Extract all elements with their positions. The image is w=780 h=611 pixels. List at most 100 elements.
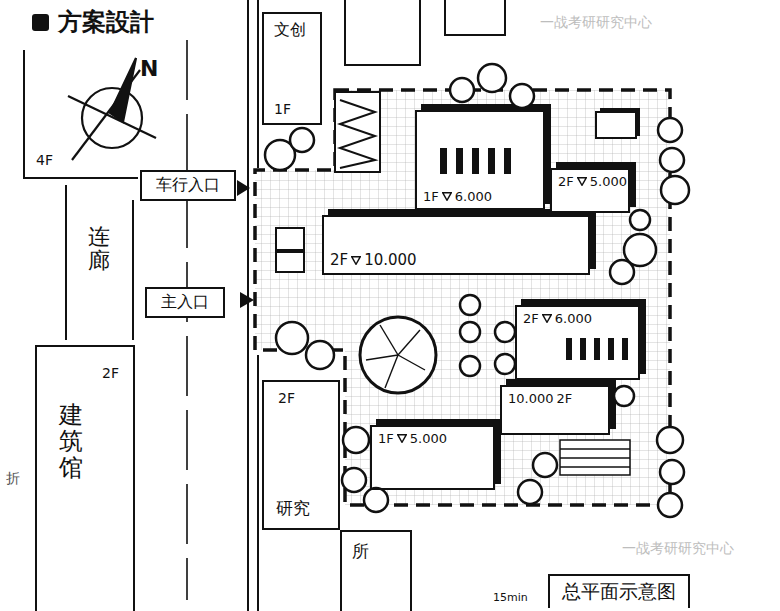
elevation-row: 1F6.000 — [423, 189, 492, 204]
title: 方案設計 — [58, 6, 154, 38]
elevation-row: 2F5.000 — [558, 174, 627, 189]
trees — [533, 453, 557, 477]
trees — [660, 148, 684, 172]
neighbour-building: 所 — [340, 530, 412, 611]
trees — [460, 295, 480, 315]
entrance-arrows — [240, 292, 254, 308]
floor-count: 2F — [330, 251, 348, 269]
floor-count: 2F — [102, 365, 119, 381]
building-windows — [622, 338, 628, 360]
trees — [460, 322, 480, 342]
seat-blocks — [276, 228, 304, 250]
floor-count: 1F — [274, 101, 291, 117]
trees — [364, 488, 388, 512]
time-note: 15min — [493, 591, 528, 604]
elevation-mark — [577, 178, 586, 186]
building-windows — [566, 338, 572, 360]
elevation-mark — [542, 315, 551, 323]
trees — [343, 427, 369, 453]
building-roofs — [550, 168, 630, 213]
elevation-value: 5.000 — [410, 431, 447, 446]
neighbour-building: 文创 1F — [262, 12, 322, 125]
building-roofs — [370, 425, 495, 490]
entrance-label: 主入口 — [161, 292, 209, 313]
building-block: 2F 6.000 — [515, 305, 640, 380]
trees — [478, 64, 506, 92]
elevation-value: 6.000 — [455, 189, 492, 204]
building-roofs — [415, 110, 545, 210]
surrounding-lines — [186, 40, 188, 600]
central-tree — [398, 330, 420, 355]
neighbour-building: 2F 建筑馆 — [35, 345, 135, 611]
surrounding-lines — [257, 0, 259, 168]
north-arrow-label: N — [140, 56, 158, 81]
floor-count: 2F — [523, 311, 539, 326]
surrounding-lines — [445, 0, 505, 35]
trees — [495, 354, 515, 374]
elevation-value: 10.000 — [508, 391, 554, 406]
surrounding-lines — [257, 355, 259, 611]
building-name: 所 — [352, 540, 369, 563]
caption: 总平面示意图 — [548, 574, 690, 608]
elevation-mark — [442, 193, 451, 201]
trees — [510, 84, 534, 108]
building-windows — [608, 338, 614, 360]
steps — [560, 440, 630, 475]
building-roofs — [596, 112, 636, 138]
building-roofs — [322, 110, 640, 490]
elevation-mark — [351, 256, 361, 265]
entrance-box: 主入口 — [145, 287, 225, 318]
elevation-mark — [397, 434, 407, 443]
building-name: 文创 — [274, 20, 306, 41]
steps — [560, 466, 630, 468]
steps — [560, 448, 630, 450]
central-tree — [366, 355, 398, 360]
trees — [276, 322, 308, 354]
floor-count: 2F — [557, 391, 573, 406]
trees — [290, 128, 314, 152]
steps — [560, 440, 630, 475]
floor-count: 2F — [558, 174, 574, 189]
trees — [630, 210, 650, 230]
elevation-mark — [577, 177, 587, 186]
elevation-value: 6.000 — [555, 311, 592, 326]
seat-blocks — [276, 228, 304, 272]
central-tree — [398, 355, 425, 370]
building-block: 10.0002F — [500, 385, 610, 435]
building-block: 2F10.000 — [322, 215, 590, 275]
trees — [306, 341, 334, 369]
building-windows — [440, 148, 447, 174]
building-windows — [488, 148, 495, 174]
trees — [658, 118, 682, 142]
entrance-label: 车行入口 — [156, 175, 220, 196]
surrounding-lines — [132, 200, 134, 340]
floor-count: 1F — [378, 431, 394, 446]
trees — [614, 386, 634, 406]
surrounding-lines — [65, 185, 67, 340]
edge-note: 折 — [6, 470, 20, 488]
title-bullet — [32, 14, 49, 31]
building-name: 建筑馆 — [59, 402, 83, 481]
elevation-row: 10.0002F — [508, 391, 572, 406]
surrounding-lines — [345, 0, 420, 65]
central-tree — [360, 317, 436, 393]
title-bullet — [32, 14, 49, 31]
trees — [657, 427, 683, 453]
building-roofs — [322, 215, 590, 275]
trees — [610, 260, 634, 284]
elevation-row: 1F 5.000 — [378, 431, 447, 446]
trees — [342, 468, 366, 492]
ramp-hatch — [340, 100, 375, 168]
building-roofs — [500, 385, 610, 435]
entrance-arrows — [237, 180, 254, 308]
elevation-mark — [542, 314, 552, 323]
ramp-hatch — [335, 92, 380, 172]
floor-count: 2F — [278, 390, 295, 406]
corridor-label: 连廊 — [88, 225, 110, 273]
trees — [450, 78, 474, 102]
trees — [660, 460, 684, 484]
central-tree — [380, 325, 398, 355]
steps — [560, 457, 630, 459]
central-tree — [366, 325, 425, 388]
trees — [460, 356, 480, 376]
